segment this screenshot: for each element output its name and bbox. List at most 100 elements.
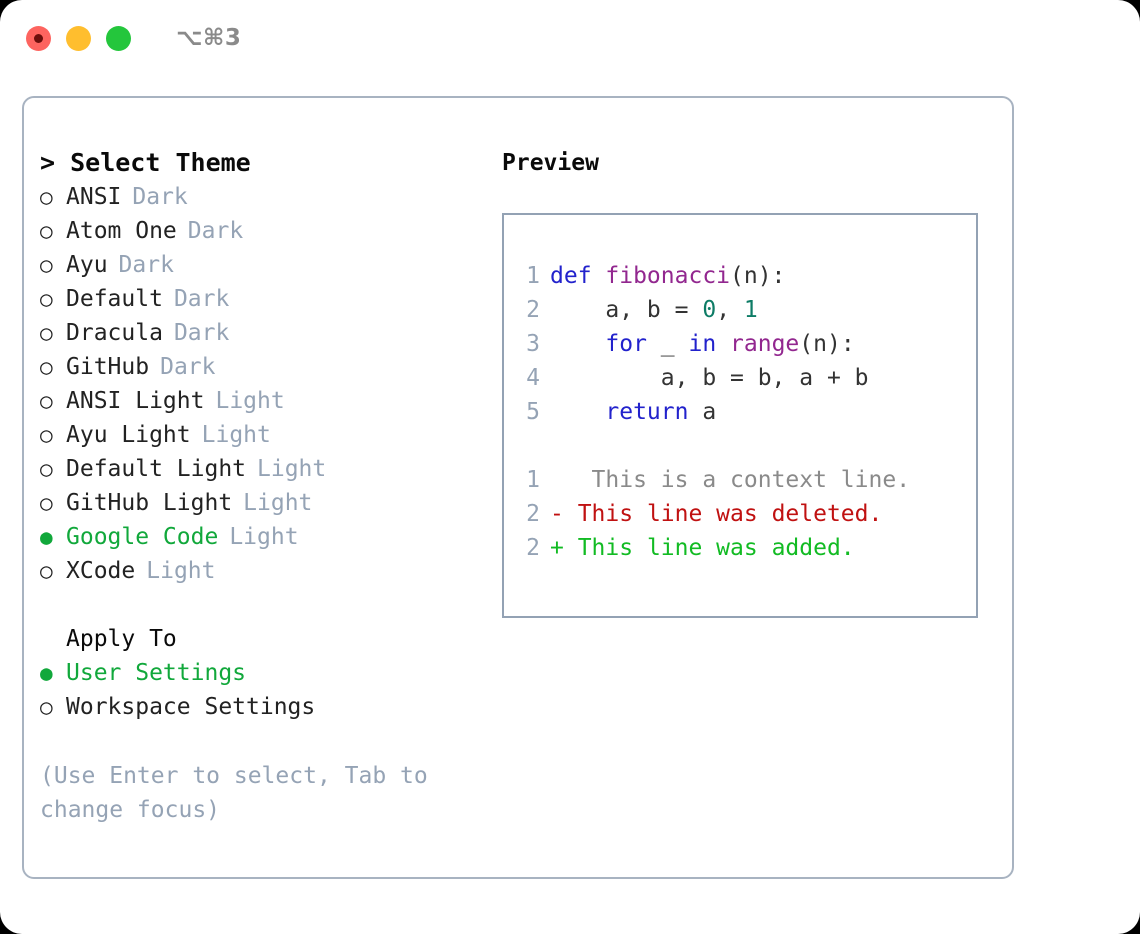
- theme-option-label: Default: [66, 286, 163, 312]
- radio-unselected-icon: ○: [40, 321, 53, 345]
- theme-option-label: GitHub Light: [66, 490, 233, 516]
- radio-unselected-icon: ○: [40, 491, 53, 515]
- apply-to-label: Apply To: [66, 626, 177, 652]
- maximize-window-button[interactable]: [106, 25, 131, 51]
- theme-option-label: ANSI: [66, 184, 122, 210]
- diff-marker-added: +: [550, 535, 564, 561]
- preview-spacer: [504, 429, 976, 463]
- code-token-pl: a, b = b, a + b: [550, 365, 869, 391]
- diff-line-text: This line was added.: [563, 535, 855, 561]
- line-number: 2: [526, 297, 540, 323]
- theme-variant-tag: Dark: [173, 286, 230, 312]
- diff-line-text: This is a context line.: [563, 467, 911, 493]
- diff-line: 2 + This line was added.: [504, 531, 976, 565]
- line-number: 2: [526, 501, 540, 527]
- code-token-kw: in: [688, 331, 717, 357]
- line-number: 1: [526, 467, 540, 493]
- code-token-num: 1: [743, 297, 758, 323]
- code-line: 2 a, b = 0, 1: [504, 293, 976, 327]
- theme-option-label: Google Code: [66, 524, 219, 550]
- code-token-pl: (n):: [730, 263, 786, 289]
- code-token-kw: return: [605, 399, 689, 425]
- theme-option-label: Ayu Light: [66, 422, 191, 448]
- code-token-pl: ,: [716, 297, 744, 323]
- preview-heading: Preview: [502, 150, 599, 176]
- theme-option-row[interactable]: ○ ANSI Dark: [40, 180, 490, 214]
- minimize-window-button[interactable]: [66, 25, 91, 51]
- code-line-content: def fibonacci(n):: [550, 259, 785, 293]
- theme-option-label: Ayu: [66, 252, 108, 278]
- theme-option-label: XCode: [66, 558, 136, 584]
- theme-option-row[interactable]: ○ Default Dark: [40, 282, 490, 316]
- theme-option-label: ANSI Light: [66, 388, 205, 414]
- apply-to-section: Apply To ●User Settings○Workspace Settin…: [40, 622, 490, 724]
- diff-marker-deleted: -: [550, 501, 564, 527]
- diff-marker-context: [550, 463, 564, 497]
- close-window-button[interactable]: [26, 25, 51, 51]
- radio-unselected-icon: ○: [40, 457, 53, 481]
- close-icon: [34, 33, 43, 43]
- apply-to-list: ●User Settings○Workspace Settings: [40, 656, 490, 724]
- theme-variant-tag: Light: [146, 558, 216, 584]
- diff-line: 1 This is a context line.: [504, 463, 976, 497]
- theme-variant-tag: Light: [257, 456, 327, 482]
- code-token-kw: for: [605, 331, 647, 357]
- theme-option-label: GitHub: [66, 354, 150, 380]
- radio-unselected-icon: ○: [40, 355, 53, 379]
- code-token-pl: (n):: [799, 331, 855, 357]
- code-line: 1 def fibonacci(n):: [504, 259, 976, 293]
- line-number: 2: [526, 535, 540, 561]
- apply-to-bullet-spacer: [40, 622, 66, 656]
- code-line-content: a, b = b, a + b: [550, 361, 869, 395]
- theme-option-row[interactable]: ○ Ayu Dark: [40, 248, 490, 282]
- apply-to-option-row[interactable]: ○Workspace Settings: [40, 690, 490, 724]
- code-token-pl: [550, 399, 605, 425]
- apply-to-heading: Apply To: [40, 622, 490, 656]
- theme-option-label: Default Light: [66, 456, 247, 482]
- theme-variant-tag: Dark: [132, 184, 188, 210]
- radio-selected-icon: ●: [40, 525, 53, 549]
- code-line-content: a, b = 0, 1: [550, 293, 758, 327]
- traffic-light-group: [26, 25, 131, 51]
- theme-variant-tag: Dark: [118, 252, 174, 278]
- code-line: 4 a, b = b, a + b: [504, 361, 976, 395]
- code-token-fn: range: [730, 331, 800, 357]
- keyboard-shortcut-label: ⌥⌘3: [176, 25, 242, 51]
- radio-unselected-icon: ○: [40, 185, 53, 209]
- apply-to-option-row[interactable]: ●User Settings: [40, 656, 490, 690]
- line-number: 5: [526, 399, 540, 425]
- code-token-pl: a, b =: [550, 297, 703, 323]
- line-number: 1: [526, 263, 540, 289]
- code-token-pl: a: [688, 399, 717, 425]
- radio-unselected-icon: ○: [40, 287, 53, 311]
- line-number: 4: [526, 365, 540, 391]
- code-token-fn: fibonacci: [605, 263, 731, 289]
- code-token-pl: [716, 331, 730, 357]
- code-token-pl: _: [646, 331, 689, 357]
- theme-option-row[interactable]: ○ Default Light Light: [40, 452, 490, 486]
- line-number: 3: [526, 331, 540, 357]
- theme-option-label: Atom One: [66, 218, 177, 244]
- diff-line: 2- This line was deleted.: [504, 497, 976, 531]
- code-token-pl: [550, 331, 605, 357]
- code-token-num: 0: [702, 297, 717, 323]
- radio-unselected-icon: ○: [40, 423, 53, 447]
- code-line-content: return a: [550, 395, 716, 429]
- radio-selected-icon: ●: [40, 661, 53, 685]
- radio-unselected-icon: ○: [40, 253, 53, 277]
- window-titlebar: ⌥⌘3: [0, 0, 1140, 76]
